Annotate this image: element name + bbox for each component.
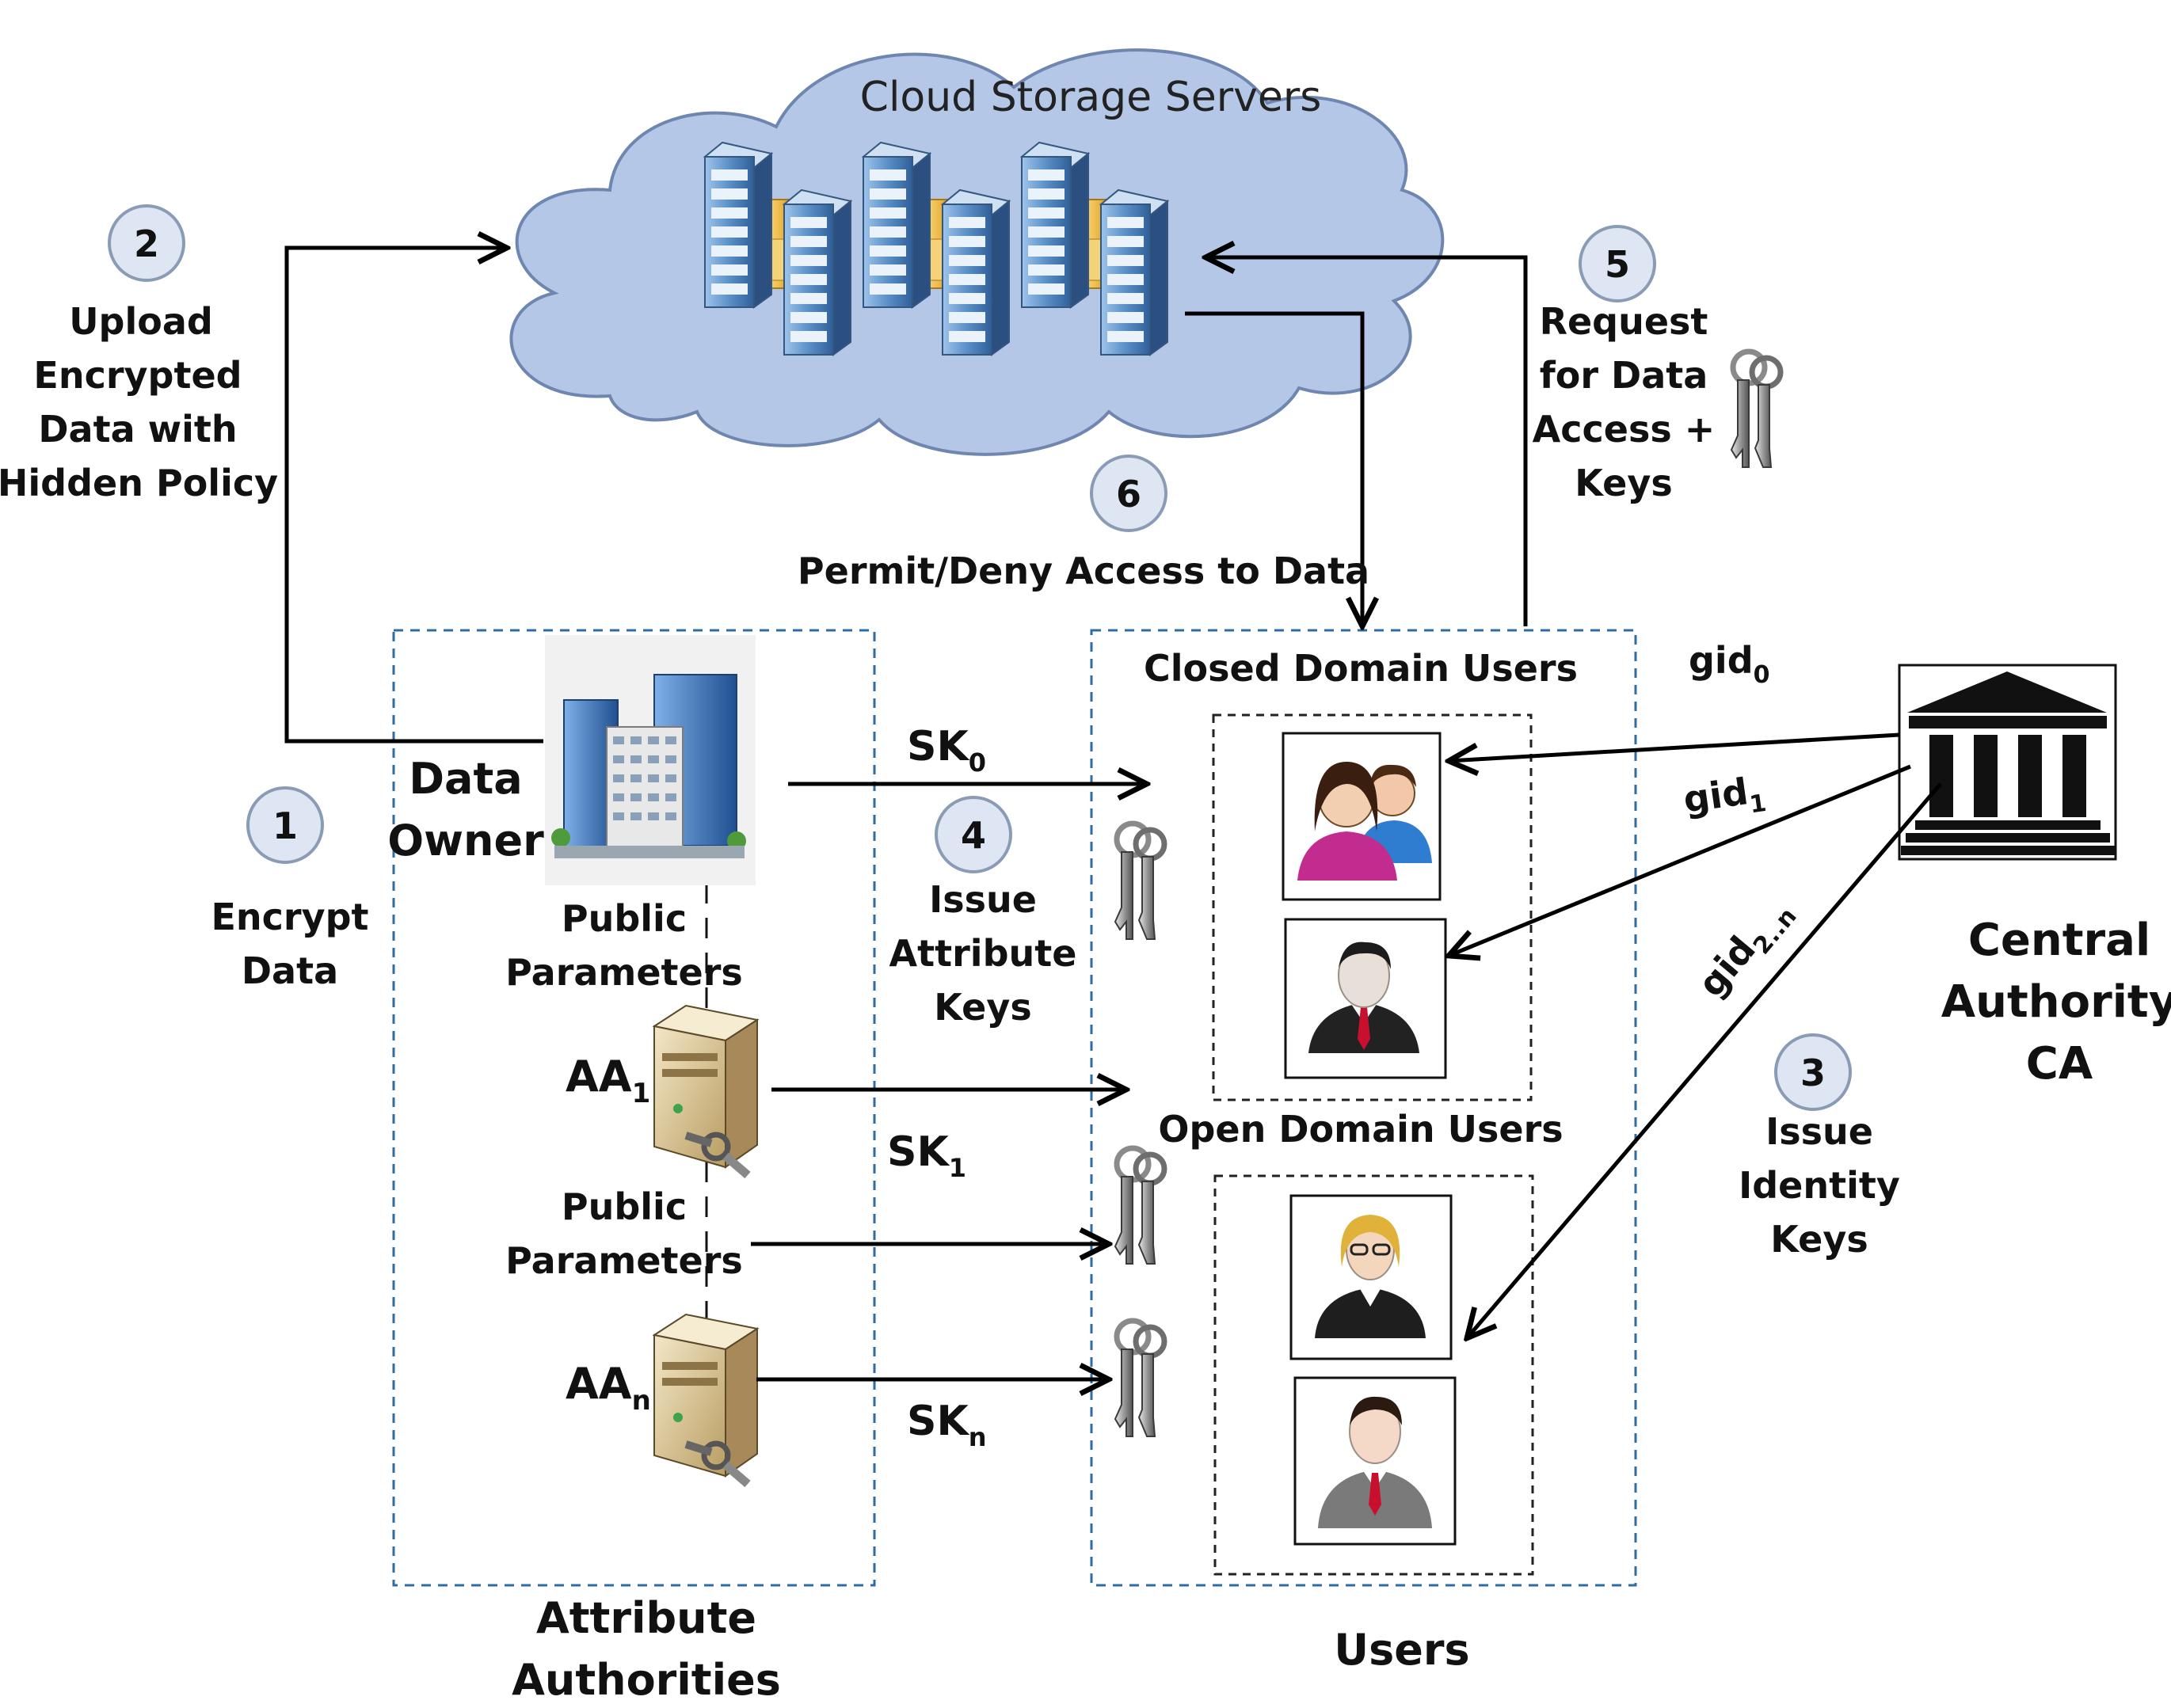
step-6-label: Permit/Deny Access to Data: [798, 550, 1369, 592]
key-icon: [1731, 352, 1781, 467]
data-owner-label: Data Owner: [387, 754, 544, 865]
svg-text:1: 1: [272, 805, 298, 847]
step-1-badge: 1: [246, 786, 324, 864]
svg-text:5: 5: [1605, 243, 1630, 286]
step-5-badge: 5: [1579, 225, 1656, 302]
gid2n-label: gid2..n: [1689, 888, 1803, 1010]
svg-text:Central: Central: [1968, 915, 2150, 966]
step-3-badge: 3: [1774, 1033, 1852, 1111]
svg-text:Data with: Data with: [38, 408, 237, 451]
svg-text:Encrypted: Encrypted: [33, 354, 242, 397]
government-building-icon: [1898, 664, 2117, 861]
public-parameters-label: Public Parameters: [505, 897, 743, 994]
key-icon: [1115, 1321, 1164, 1436]
central-authority-label: Central Authority CA: [1941, 915, 2171, 1090]
users-title: Users: [1334, 1625, 1469, 1675]
skn-label: SKn: [907, 1398, 987, 1452]
svg-text:Data: Data: [242, 949, 338, 992]
key-icon: [1115, 824, 1164, 939]
key-icon: [1115, 1148, 1164, 1264]
open-domain-box: [1213, 1174, 1534, 1576]
svg-text:Public: Public: [562, 1185, 687, 1228]
svg-text:Parameters: Parameters: [505, 951, 743, 994]
gid0-arrow: [1449, 732, 1900, 761]
closed-domain-box: [1212, 713, 1533, 1101]
user-group-icon: [1282, 732, 1442, 901]
svg-text:Request: Request: [1540, 300, 1708, 343]
svg-text:Encrypt: Encrypt: [211, 896, 368, 938]
svg-text:Public: Public: [562, 897, 687, 940]
svg-text:Issue: Issue: [1765, 1110, 1873, 1153]
gid1-label: gid1: [1681, 767, 1768, 828]
svg-text:Issue: Issue: [929, 878, 1037, 921]
svg-text:Parameters: Parameters: [505, 1239, 743, 1282]
svg-text:Data: Data: [409, 754, 523, 804]
svg-text:Attribute: Attribute: [536, 1593, 756, 1643]
svg-text:3: 3: [1800, 1052, 1826, 1094]
svg-text:Hidden Policy: Hidden Policy: [0, 462, 278, 504]
attribute-authorities-region: [392, 629, 876, 1587]
step-4-badge: 4: [935, 796, 1012, 873]
gid0-label: gid0: [1689, 639, 1770, 689]
svg-text:Keys: Keys: [934, 986, 1031, 1029]
svg-text:Attribute: Attribute: [889, 932, 1077, 975]
users-region: [1090, 629, 1637, 1587]
step-4-label: Issue Attribute Keys: [889, 878, 1077, 1029]
svg-text:CA: CA: [2026, 1038, 2093, 1090]
closed-domain-title: Closed Domain Users: [1144, 647, 1578, 690]
svg-text:6: 6: [1116, 473, 1141, 515]
aa1-server-icon: [654, 1006, 757, 1175]
step-6-badge: 6: [1090, 455, 1167, 532]
permit-deny-arrow: [1185, 311, 1362, 626]
request-arrow: [1205, 257, 1528, 626]
svg-text:4: 4: [961, 814, 986, 857]
svg-text:Upload: Upload: [69, 300, 213, 343]
building-icon: [545, 635, 756, 885]
step-3-label: Issue Identity Keys: [1739, 1110, 1900, 1261]
svg-text:Keys: Keys: [1575, 462, 1672, 504]
svg-text:Identity: Identity: [1739, 1164, 1900, 1207]
svg-text:Keys: Keys: [1770, 1218, 1868, 1261]
cloud-title: Cloud Storage Servers: [860, 74, 1322, 121]
businessman-icon: [1284, 918, 1447, 1079]
step-2-label: Upload Encrypted Data with Hidden Policy: [0, 300, 278, 504]
svg-text:Authorities: Authorities: [512, 1655, 781, 1705]
sk0-label: SK0: [907, 723, 986, 778]
svg-text:Access +: Access +: [1533, 408, 1716, 451]
public-parameters-label: Public Parameters: [505, 1185, 743, 1282]
aa1-label: AA1: [566, 1052, 650, 1109]
gid2n-arrow: [1467, 782, 1942, 1338]
gid1-arrow: [1449, 764, 1911, 956]
svg-text:2: 2: [134, 223, 159, 265]
attribute-authorities-title: Attribute Authorities: [512, 1593, 781, 1705]
aan-server-icon: [654, 1314, 757, 1484]
businessman-icon: [1293, 1376, 1457, 1546]
businesswoman-icon: [1289, 1194, 1453, 1360]
svg-text:for Data: for Data: [1540, 354, 1708, 397]
step-1-label: Encrypt Data: [211, 896, 368, 992]
svg-text:Owner: Owner: [387, 816, 544, 865]
cloud-storage: Cloud Storage Servers: [509, 48, 1445, 456]
step-5-label: Request for Data Access + Keys: [1533, 300, 1716, 504]
sk1-label: SK1: [887, 1128, 966, 1183]
open-domain-title: Open Domain Users: [1158, 1108, 1563, 1151]
aan-label: AAn: [566, 1359, 651, 1417]
svg-text:Authority: Authority: [1941, 976, 2171, 1028]
step-2-badge: 2: [108, 204, 185, 282]
upload-arrow: [284, 248, 543, 744]
